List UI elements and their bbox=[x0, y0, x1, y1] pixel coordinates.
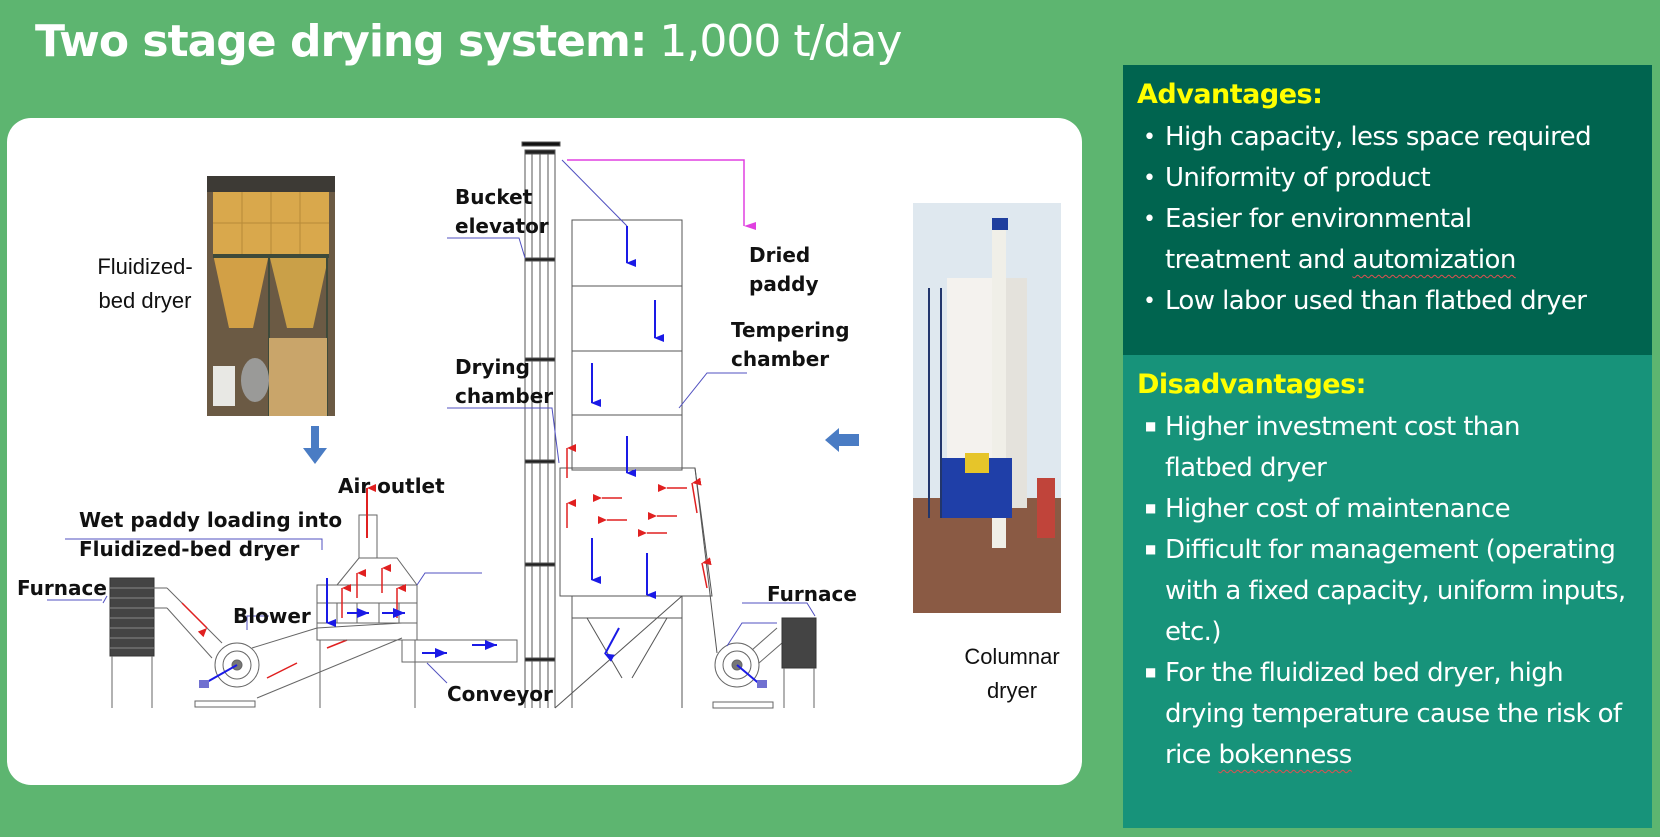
label-line: Fluidized- bbox=[97, 254, 193, 279]
title-main: Two stage drying system: bbox=[35, 16, 647, 67]
flow-left-arrow bbox=[825, 428, 859, 452]
disadvantage-text: For the fluidized bed dryer, high drying… bbox=[1165, 658, 1622, 770]
slide-title: Two stage drying system: 1,000 t/day bbox=[35, 14, 902, 70]
label-bucket-elevator: Bucket elevator bbox=[455, 183, 549, 241]
disadvantage-item: ■ Higher investment cost than flatbed dry… bbox=[1137, 407, 1640, 489]
columnar-tower bbox=[554, 219, 718, 709]
title-capacity: 1,000 t/day bbox=[646, 16, 902, 67]
disadvantage-item: ■ For the fluidized bed dryer, high dryin… bbox=[1137, 653, 1640, 776]
fluidized-bed-unit bbox=[316, 514, 518, 708]
disadvantage-text: Higher cost of maintenance bbox=[1165, 494, 1511, 524]
label-blower: Blower bbox=[233, 604, 311, 628]
label-line: Columnar bbox=[964, 644, 1060, 669]
label-conveyor: Conveyor bbox=[447, 682, 553, 706]
label-line: chamber bbox=[455, 384, 554, 408]
label-line: chamber bbox=[731, 347, 830, 371]
label-air-outlet: Air outlet bbox=[338, 474, 445, 498]
right-furnace bbox=[781, 617, 817, 708]
advantage-item: • Low labor used than flatbed dryer bbox=[1137, 281, 1640, 322]
bullet-icon: • bbox=[1143, 289, 1156, 314]
diagram-card: Fluidized- bed dryer Bucket elevator Dri… bbox=[7, 118, 1082, 785]
disadvantage-item: ■ Difficult for management (operating wit… bbox=[1137, 530, 1640, 653]
square-bullet-icon: ■ bbox=[1145, 542, 1156, 556]
label-line: Tempering bbox=[731, 318, 850, 342]
label-tempering-chamber: Tempering chamber bbox=[731, 316, 850, 374]
fluidized-bed-dryer-photo bbox=[207, 176, 335, 416]
label-line: elevator bbox=[455, 214, 549, 238]
left-furnace bbox=[109, 577, 223, 708]
advantage-text: Uniformity of product bbox=[1165, 163, 1431, 193]
advantage-item: • High capacity, less space required bbox=[1137, 117, 1640, 158]
label-dried-paddy: Dried paddy bbox=[749, 241, 818, 299]
disadvantages-list: ■ Higher investment cost than flatbed dry… bbox=[1137, 407, 1640, 776]
flow-down-arrow bbox=[303, 426, 327, 464]
disadvantages-panel: Disadvantages: ■ Higher investment cost t… bbox=[1123, 355, 1652, 828]
advantage-text: Low labor used than flatbed dryer bbox=[1165, 286, 1587, 316]
square-bullet-icon: ■ bbox=[1145, 501, 1156, 515]
label-wet-paddy-loading: Wet paddy loading into Fluidized-bed dry… bbox=[79, 506, 342, 564]
spellcheck-flagged-word: bokenness bbox=[1218, 740, 1352, 770]
spellcheck-flagged-word: automization bbox=[1352, 245, 1516, 275]
advantage-item: •Easier for environmental treatment and … bbox=[1137, 199, 1640, 281]
label-line: Dried bbox=[749, 243, 811, 267]
advantages-panel: Advantages: • High capacity, less space r… bbox=[1123, 65, 1652, 355]
drying-system-schematic bbox=[47, 141, 1061, 709]
bullet-icon: • bbox=[1143, 125, 1156, 150]
disadvantages-heading: Disadvantages: bbox=[1137, 369, 1366, 400]
label-fluidized-bed-dryer: Fluidized- bed dryer bbox=[85, 250, 205, 318]
left-blower bbox=[194, 622, 403, 708]
label-line: Wet paddy loading into bbox=[79, 508, 343, 532]
advantage-text: High capacity, less space required bbox=[1165, 122, 1592, 152]
advantages-heading: Advantages: bbox=[1137, 79, 1323, 110]
square-bullet-icon: ■ bbox=[1145, 419, 1156, 433]
label-line: Fluidized-bed dryer bbox=[79, 537, 300, 561]
label-line: dryer bbox=[986, 678, 1038, 703]
label-line: Bucket bbox=[455, 185, 533, 209]
advantage-text: Easier for environmental treatment and bbox=[1165, 204, 1472, 275]
disadvantage-text: Difficult for management (operating with… bbox=[1165, 535, 1626, 647]
disadvantage-item: ■ Higher cost of maintenance bbox=[1137, 489, 1640, 530]
square-bullet-icon: ■ bbox=[1145, 665, 1156, 679]
label-line: Drying bbox=[455, 355, 530, 379]
bullet-icon: • bbox=[1143, 166, 1156, 191]
bucket-elevator bbox=[521, 141, 561, 708]
columnar-dryer-photo bbox=[913, 203, 1061, 613]
bullet-icon: • bbox=[1143, 207, 1156, 232]
label-line: bed dryer bbox=[98, 288, 192, 313]
label-columnar-dryer: Columnar dryer bbox=[957, 640, 1067, 708]
advantage-item: • Uniformity of product bbox=[1137, 158, 1640, 199]
disadvantage-text: Higher investment cost than flatbed drye… bbox=[1165, 412, 1520, 483]
right-blower bbox=[712, 627, 783, 709]
label-furnace-left: Furnace bbox=[17, 576, 107, 600]
label-furnace-right: Furnace bbox=[767, 582, 857, 606]
label-line: paddy bbox=[749, 272, 819, 296]
advantages-list: • High capacity, less space required • Uni… bbox=[1137, 117, 1640, 322]
label-drying-chamber: Drying chamber bbox=[455, 353, 553, 411]
